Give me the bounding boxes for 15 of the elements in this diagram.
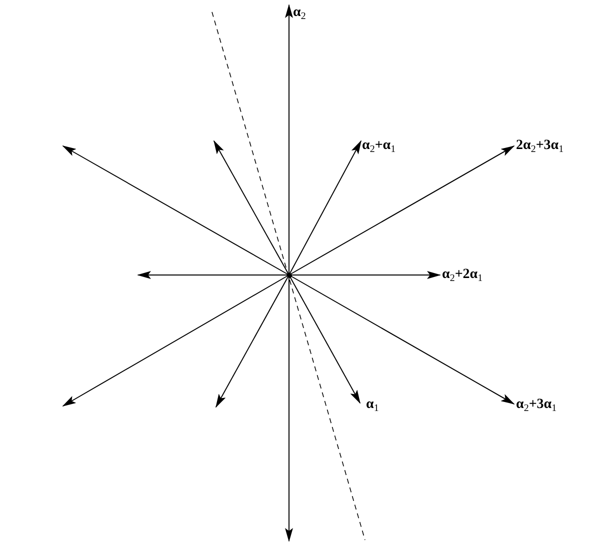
- arrow: [214, 140, 290, 276]
- vector-label: α$_{2}$+2α$_{1}$: [442, 267, 483, 283]
- arrow: [285, 4, 293, 276]
- arrow: [288, 146, 515, 276]
- arrow: [288, 140, 362, 276]
- origin-dot: [286, 272, 292, 278]
- arrow: [62, 274, 290, 406]
- vector-label: 2α$_{2}$+3α$_{1}$: [516, 138, 564, 154]
- vector-label: α$_{2}$+3α$_{1}$: [516, 397, 557, 413]
- vector-label: α$_{2}$+α$_{1}$: [362, 138, 396, 154]
- arrow: [62, 146, 290, 276]
- vector-label: α$_{2}$: [293, 5, 306, 21]
- arrow: [137, 271, 290, 279]
- arrow: [216, 274, 290, 408]
- vector-label: α$_{1}$: [366, 397, 379, 413]
